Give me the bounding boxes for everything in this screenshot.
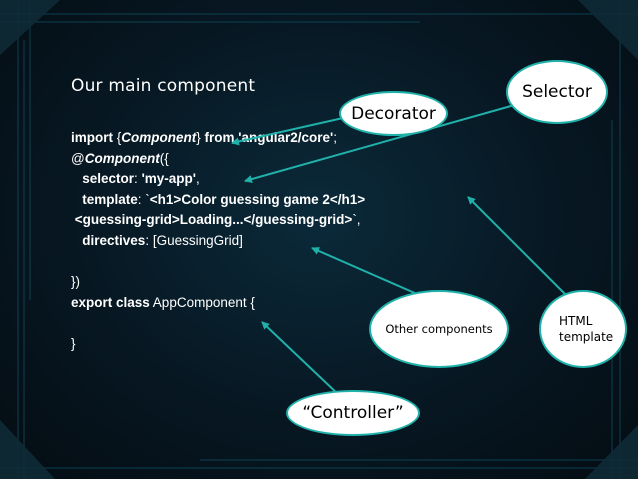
code-punct: ({ [159, 150, 169, 166]
callout-selector-label: Selector [522, 82, 592, 102]
callout-html-template-text: HTML template [559, 313, 613, 345]
code-keyword: from [204, 130, 235, 145]
code-line-decorator: @Component({ [71, 149, 365, 170]
code-keyword: import [71, 130, 113, 145]
code-punct: , [196, 171, 200, 187]
code-identifier: Component [121, 130, 197, 145]
callout-selector: Selector [506, 60, 608, 124]
code-punct: { [113, 130, 122, 145]
code-punct: ; [333, 130, 338, 145]
callout-decorator-label: Decorator [351, 103, 436, 124]
code-indent [71, 171, 82, 186]
code-punct: @ [71, 150, 85, 166]
callout-controller-label: “Controller” [302, 403, 404, 423]
code-punct: } [71, 335, 76, 351]
code-line-end: } [71, 334, 365, 355]
code-punct: }) [71, 274, 81, 290]
code-string: 'my-app' [141, 171, 196, 187]
callout-controller: “Controller” [286, 390, 420, 436]
code-string: <h1>Color guessing game 2</h1> [149, 191, 366, 207]
code-line-export: export class AppComponent { [71, 293, 365, 314]
code-keyword: export class [71, 294, 150, 310]
code-punct: : ` [137, 191, 150, 207]
code-string: <guessing-grid>Loading...</guessing-grid… [74, 212, 353, 228]
code-punct: `, [352, 212, 361, 228]
callout-other-components: Other components [369, 290, 509, 368]
code-line-blank [71, 313, 365, 334]
callout-html-template-line2: template [559, 330, 614, 344]
callout-other-components-label: Other components [385, 322, 493, 336]
code-block: import {Component} from 'angular2/core';… [71, 128, 365, 355]
code-indent [71, 233, 82, 248]
callout-decorator: Decorator [339, 91, 448, 136]
code-line-selector: selector: 'my-app', [71, 169, 365, 190]
code-key: directives [82, 232, 146, 248]
code-line-template-cont: <guessing-grid>Loading...</guessing-grid… [71, 210, 365, 231]
code-line-template: template: `<h1>Color guessing game 2</h1… [71, 190, 365, 211]
code-indent [71, 192, 82, 207]
callout-html-template: HTML template [539, 290, 627, 368]
code-punct: } [196, 130, 205, 145]
callout-html-template-line1: HTML [559, 314, 593, 328]
code-identifier: Component [84, 150, 160, 166]
code-key: selector [82, 171, 135, 187]
code-key: template [82, 191, 138, 207]
code-line-directives: directives: [GuessingGrid] [71, 231, 365, 252]
slide-title: Our main component [71, 76, 256, 96]
code-line-blank [71, 252, 365, 273]
code-identifier: AppComponent { [149, 294, 255, 310]
code-string: 'angular2/core' [238, 130, 334, 145]
code-line-import: import {Component} from 'angular2/core'; [71, 128, 365, 149]
code-line-close: }) [71, 272, 365, 293]
code-punct: : [GuessingGrid] [145, 232, 243, 248]
code-punct: : [134, 171, 142, 187]
